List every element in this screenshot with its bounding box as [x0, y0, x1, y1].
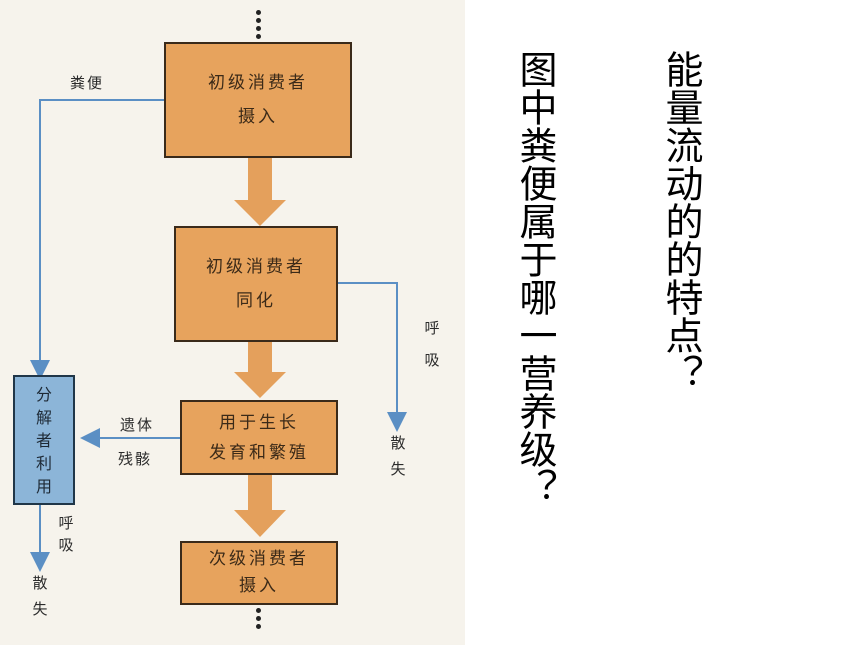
box-secondary-ingest: 次级消费者 摄入 [180, 541, 338, 605]
label-dissipated: 散 失 [390, 434, 406, 478]
continuation-dots-top [256, 10, 262, 42]
question-feces-trophic-level: 图中粪便属于哪一营养级？ [513, 50, 557, 506]
box-decomposer: 分 解 者 利 用 [13, 375, 75, 505]
label-decomposer-dissipated: 散 失 [32, 574, 48, 618]
flow-arrow-1 [234, 158, 286, 226]
label-respiration: 呼 吸 [424, 319, 440, 369]
flow-arrow-2 [234, 342, 286, 398]
label-feces: 粪便 [70, 74, 105, 92]
box-primary-assimilate: 初级消费者 同化 [174, 226, 338, 342]
label-remains-2: 残骸 [118, 450, 153, 468]
feces-arrow [30, 99, 164, 380]
energy-flow-diagram: 初级消费者 摄入 初级消费者 同化 用于生长 发育和繁殖 次级消费者 摄入 分 … [0, 0, 465, 645]
question-energy-flow: 能量流动的的特点？ [659, 50, 703, 392]
box-growth-reproduction: 用于生长 发育和繁殖 [180, 400, 338, 475]
flow-arrows [30, 99, 407, 572]
box-primary-ingest: 初级消费者 摄入 [164, 42, 352, 158]
label-decomposer-respiration: 呼 吸 [58, 514, 74, 554]
respiration-arrow [338, 282, 407, 432]
continuation-dots-bottom [256, 608, 262, 632]
label-remains-1: 遗体 [120, 416, 155, 434]
flow-arrow-3 [234, 475, 286, 537]
